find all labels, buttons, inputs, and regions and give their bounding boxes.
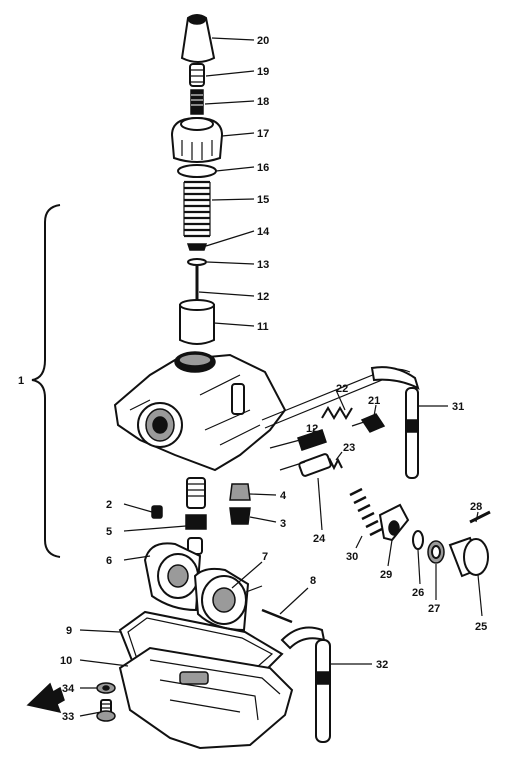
label-11: 11 xyxy=(257,321,269,333)
label-23: 23 xyxy=(343,442,355,454)
label-7: 7 xyxy=(262,551,268,563)
part-31-vent-tube xyxy=(370,366,420,479)
part-15-spring xyxy=(183,180,211,238)
part-19-adjuster xyxy=(189,63,205,87)
label-16: 16 xyxy=(257,162,269,174)
part-2-jet xyxy=(151,505,163,519)
label-1: 1 xyxy=(18,375,24,387)
label-18: 18 xyxy=(257,96,269,108)
part-4-jet xyxy=(229,483,251,501)
part-30-spring xyxy=(349,487,383,537)
part-10-float-bowl xyxy=(118,646,294,750)
assembly-bracket xyxy=(31,204,61,558)
label-31: 31 xyxy=(452,401,464,413)
label-25: 25 xyxy=(475,621,487,633)
leader-lines xyxy=(79,37,483,717)
part-8-pin xyxy=(261,608,293,624)
part-7-float xyxy=(143,542,263,632)
part-3-main-jet xyxy=(229,507,251,525)
label-20: 20 xyxy=(257,35,269,47)
part-24-screw xyxy=(279,453,332,477)
label-5: 5 xyxy=(106,526,112,538)
part-32-drain-tube xyxy=(280,626,331,743)
label-14: 14 xyxy=(257,226,270,238)
label-2: 2 xyxy=(106,499,112,511)
part-28-washer xyxy=(412,530,424,550)
part-14-clip xyxy=(186,243,208,251)
label-22: 22 xyxy=(336,383,348,395)
part-11-throttle-valve xyxy=(179,299,215,345)
label-17: 17 xyxy=(257,128,269,140)
label-13: 13 xyxy=(257,259,269,271)
part-12-pilot-screw xyxy=(269,429,327,451)
label-27: 27 xyxy=(428,603,440,615)
label-26: 26 xyxy=(412,587,424,599)
label-12: 12 xyxy=(257,291,269,303)
label-21: 21 xyxy=(368,395,380,407)
label-8: 8 xyxy=(310,575,316,587)
label-34: 34 xyxy=(62,683,75,695)
part-17-top-cap xyxy=(170,116,224,163)
label-10: 10 xyxy=(60,655,72,667)
part-16-gasket xyxy=(177,164,217,178)
part-5-needle-jet xyxy=(185,477,207,530)
part-13-ring xyxy=(187,258,207,266)
part-25-plug xyxy=(448,536,489,578)
label-9: 9 xyxy=(66,625,72,637)
label-30: 30 xyxy=(346,551,358,563)
callout-labels: 20 19 18 17 16 15 14 13 12 11 1 22 21 31… xyxy=(18,35,487,723)
label-29: 29 xyxy=(380,569,392,581)
label-3: 3 xyxy=(280,518,286,530)
label-4: 4 xyxy=(280,490,287,502)
label-19: 19 xyxy=(257,66,269,78)
label-15: 15 xyxy=(257,194,269,206)
part-27-bush xyxy=(427,540,445,564)
label-33: 33 xyxy=(62,711,74,723)
label-28: 28 xyxy=(470,501,482,513)
part-29-holder xyxy=(378,503,410,542)
part-34-washer xyxy=(96,682,116,694)
carburetor-body xyxy=(113,351,411,472)
part-21-choke-screw xyxy=(351,413,386,433)
label-12-pilot: 12 xyxy=(306,423,318,435)
part-22-choke-spring xyxy=(321,406,353,420)
front-arrow-icon xyxy=(26,682,65,714)
part-18-nut xyxy=(190,89,204,115)
label-6: 6 xyxy=(106,555,112,567)
label-24: 24 xyxy=(313,533,326,545)
label-32: 32 xyxy=(376,659,388,671)
part-26-pin xyxy=(469,510,491,524)
part-20-cap xyxy=(180,14,216,63)
part-33-screw xyxy=(96,699,116,722)
